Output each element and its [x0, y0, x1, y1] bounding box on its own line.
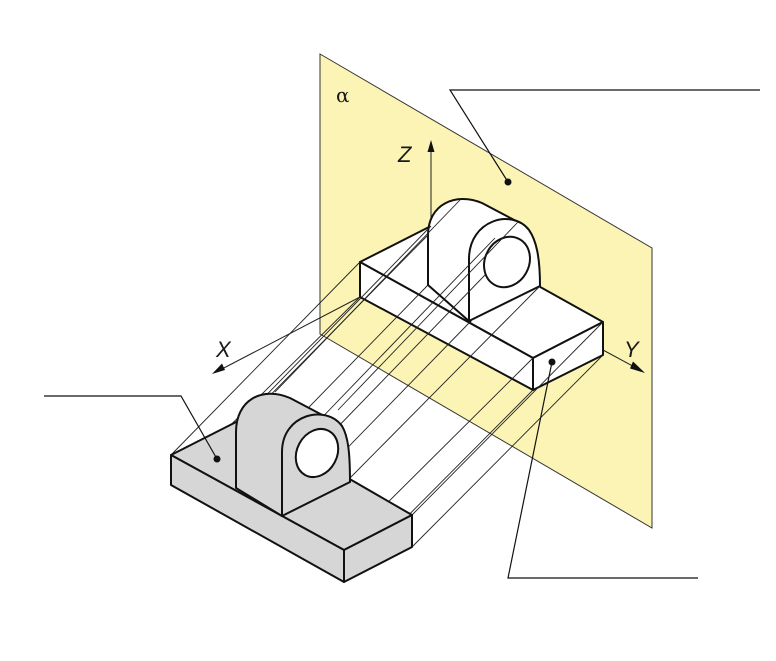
- y-axis: [602, 349, 645, 373]
- projected-base-right: [343, 514, 413, 583]
- leader-object: [507, 358, 698, 579]
- bracket-lug-hole: [483, 235, 531, 289]
- plane-label-alpha: α: [336, 83, 350, 107]
- projected-lug-hole: [294, 428, 340, 478]
- bracket-object: [359, 198, 604, 391]
- y-axis-label: Y: [624, 337, 640, 362]
- projected-bracket: [170, 392, 413, 583]
- z-axis-label: Z: [397, 142, 413, 167]
- leader-projection: [44, 395, 221, 463]
- leader-plane: [448, 89, 760, 186]
- z-axis: [427, 140, 435, 226]
- x-axis-label: X: [215, 337, 232, 362]
